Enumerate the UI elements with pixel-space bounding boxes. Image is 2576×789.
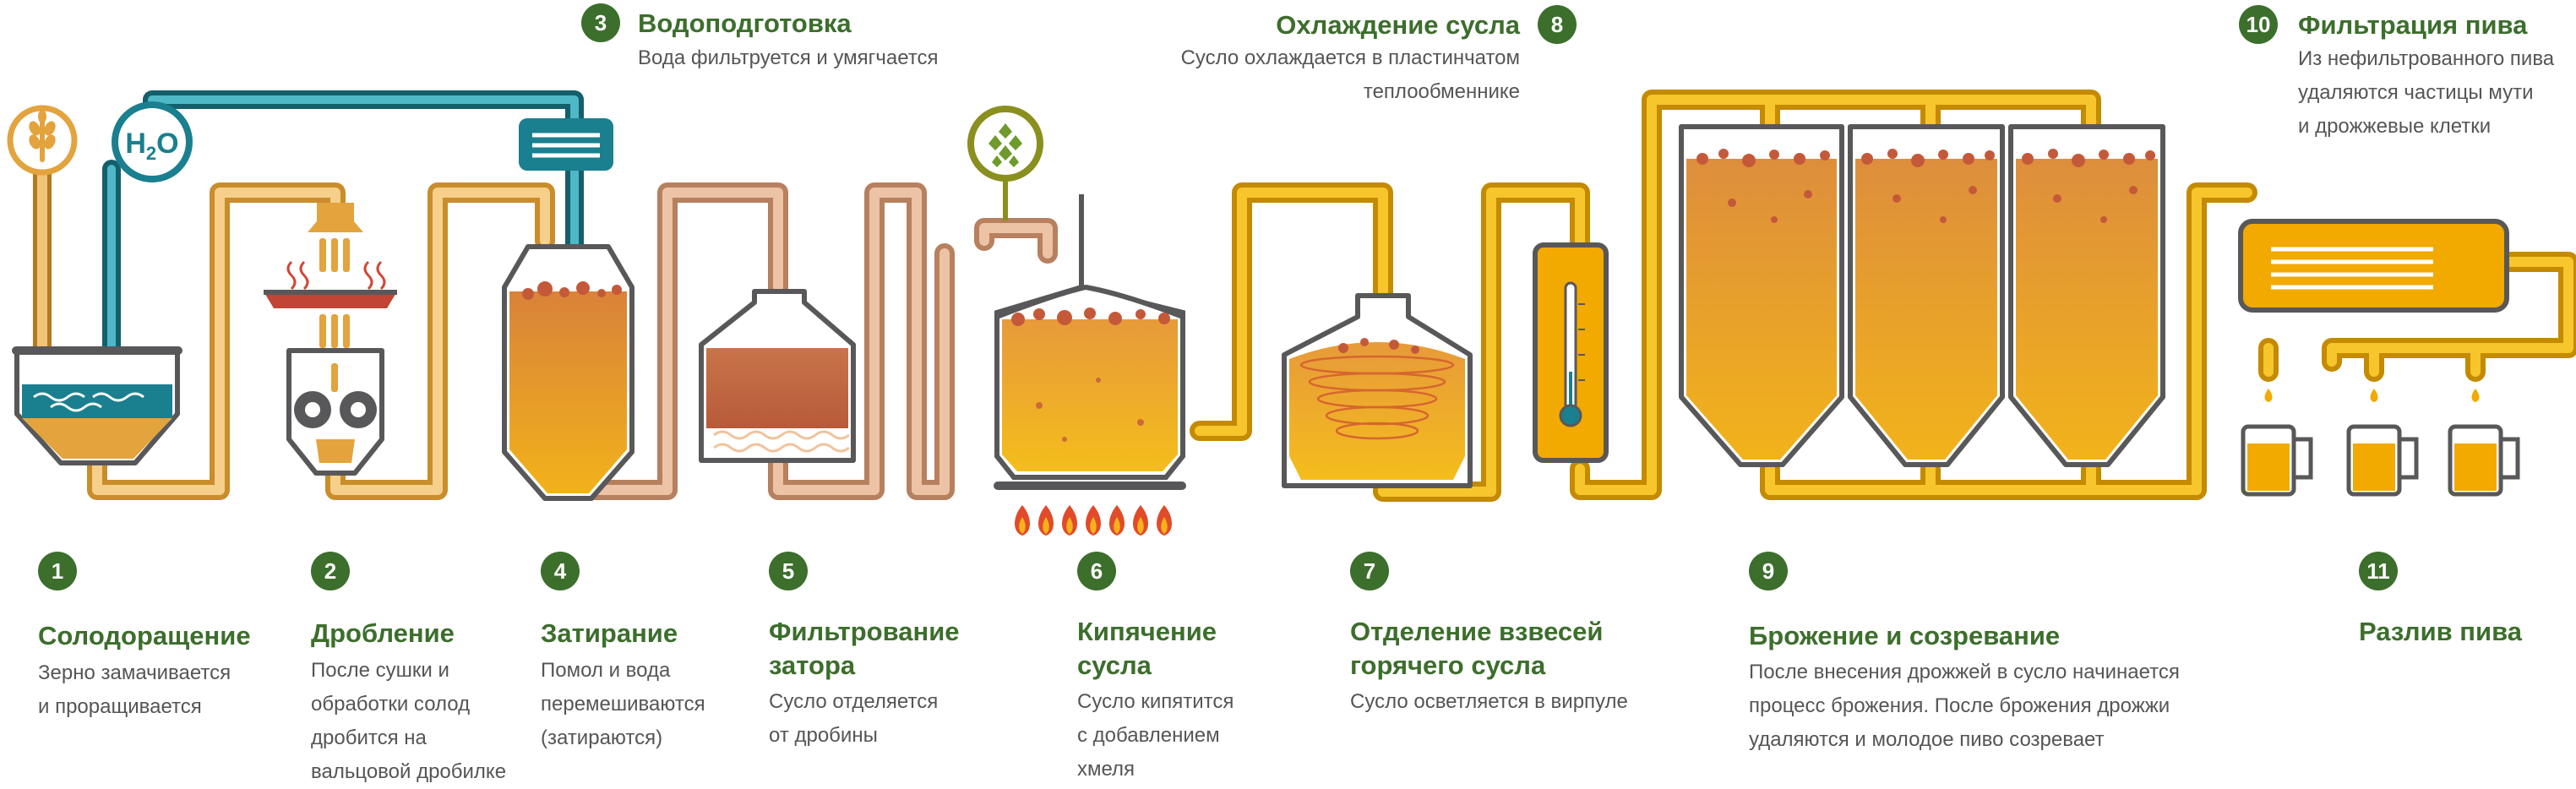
- step-4-desc: Помол и вода перемешиваются (затираются): [541, 659, 705, 749]
- pipes: [33, 90, 2576, 502]
- step-5-badge: 5: [769, 552, 808, 590]
- step-6-desc: Сусло кипятится с добавлением хмеля: [1077, 690, 1234, 781]
- step-10-desc: Из нефильтрованного пива удаляются части…: [2298, 47, 2555, 138]
- step-9-title: Брожение и созревание: [1749, 621, 2061, 650]
- malt-mill: [264, 203, 397, 476]
- step-4-title: Затирание: [541, 618, 678, 648]
- step-8-desc: Сусло охлаждается в пластинчатом теплооб…: [1180, 46, 1520, 103]
- water-filter: [519, 118, 613, 171]
- fire-icon: [1015, 505, 1172, 536]
- beer-mug-icon: [2241, 389, 2520, 497]
- step-11-title: Разлив пива: [2359, 617, 2522, 646]
- step-7-title: Отделение взвесей горячего сусла: [1350, 617, 1604, 680]
- thermometer-icon: [1559, 281, 1585, 427]
- fermenter-1: [1679, 124, 1844, 467]
- step-6-title: Кипячение сусла: [1077, 617, 1217, 680]
- hop-icon: [967, 106, 1043, 220]
- step-8-badge: 8: [1538, 5, 1577, 44]
- step-5-desc: Сусло отделяется от дробины: [769, 690, 939, 747]
- step-10-badge: 10: [2239, 5, 2278, 44]
- step-9-badge: 9: [1749, 552, 1788, 590]
- brew-kettle: [994, 194, 1186, 490]
- malting-tank: [12, 346, 182, 465]
- step-10-title: Фильтрация пива: [2298, 10, 2528, 40]
- beer-mug-2: [2346, 424, 2419, 497]
- beer-mug-1: [2241, 424, 2313, 497]
- step-6-badge: 6: [1077, 552, 1116, 590]
- fermenter-2: [1848, 124, 2005, 467]
- step-2-title: Дробление: [311, 618, 455, 648]
- step-7-desc: Сусло осветляется в вирпуле: [1350, 690, 1628, 713]
- step-1-badge: 1: [38, 552, 77, 590]
- wheat-icon: [7, 105, 78, 176]
- lauter-tun: [699, 289, 856, 463]
- step-3-title: Водоподготовка: [638, 8, 852, 38]
- fermenter-3: [2008, 124, 2165, 467]
- fermentation-tanks: [1679, 124, 2165, 467]
- step-2-desc: После сушки и обработки солод дробится н…: [311, 659, 507, 783]
- beer-filter: [2238, 219, 2509, 313]
- step-3-badge: 3: [581, 3, 620, 42]
- step-1-desc: Зерно замачивается и проращивается: [38, 661, 231, 718]
- step-8-title: Охлаждение сусла: [1276, 10, 1520, 40]
- step-2-badge: 2: [311, 552, 350, 590]
- step-1-title: Солодоращение: [38, 621, 251, 650]
- water-h2o-icon: H2O: [112, 101, 193, 182]
- whirlpool: [1282, 293, 1473, 488]
- step-11-badge: 11: [2359, 552, 2398, 590]
- beer-mug-3: [2448, 424, 2520, 497]
- step-3-desc: Вода фильтруется и умягчается: [638, 46, 939, 69]
- step-5-title: Фильтрование затора: [769, 617, 960, 680]
- h2o-label: H2O: [125, 128, 178, 164]
- step-9-desc: После внесения дрожжей в сусло начинаетс…: [1749, 661, 2180, 751]
- mash-tun: [502, 244, 634, 501]
- step-7-badge: 7: [1350, 552, 1389, 590]
- step-4-badge: 4: [541, 552, 580, 590]
